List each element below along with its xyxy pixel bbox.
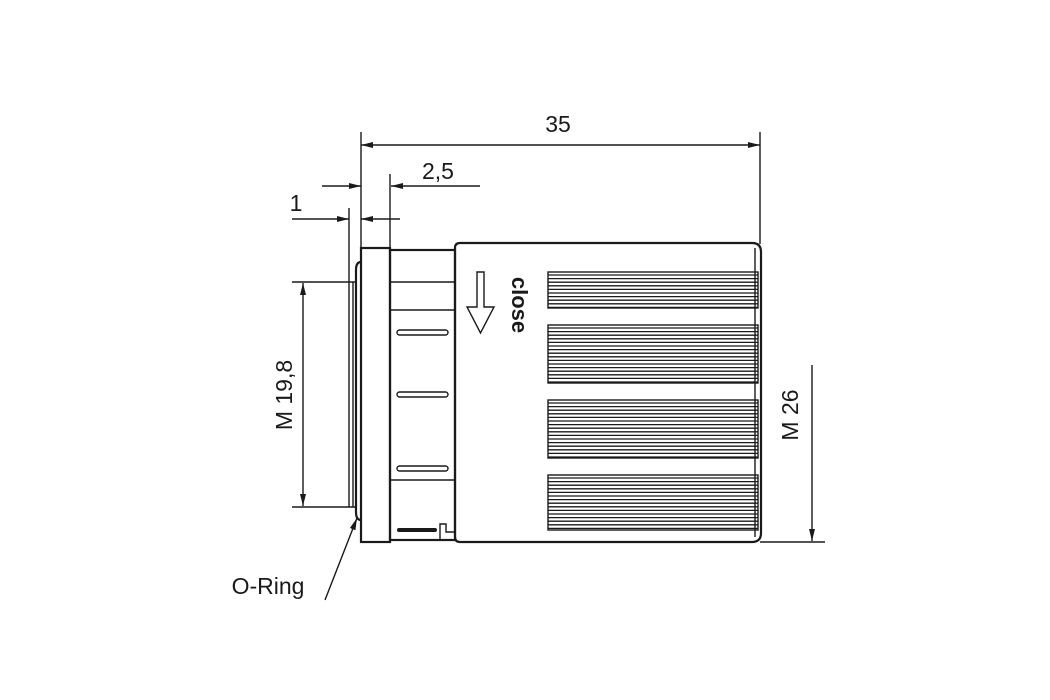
knurl-band — [547, 474, 759, 531]
slot — [396, 329, 449, 336]
knurl-grip — [547, 271, 759, 531]
knurl-band — [547, 324, 759, 384]
dimension-label-m26: M 26 — [777, 389, 803, 440]
dimension-label-m19-8: M 19,8 — [271, 360, 297, 430]
knurl-band — [547, 399, 759, 459]
dimension-label-35: 35 — [545, 111, 571, 137]
nut-body — [388, 248, 457, 542]
dimension-label-1: 1 — [290, 190, 303, 216]
dimension-overall-length: 35 — [360, 111, 761, 248]
knurl-band — [547, 271, 759, 309]
dimension-flange-width: 2,5 — [322, 158, 480, 250]
dimension-thread: M 19,8 — [271, 281, 356, 508]
slot — [396, 465, 449, 472]
oring-leader: O-Ring — [232, 517, 358, 601]
dimension-oring-offset: 1 — [290, 190, 400, 507]
slot — [396, 391, 449, 398]
cap: close — [453, 241, 763, 544]
oring — [352, 260, 362, 522]
slot — [397, 528, 437, 532]
close-arrow-icon — [465, 271, 496, 335]
dimension-label-2-5: 2,5 — [422, 158, 454, 184]
oring-label: O-Ring — [232, 573, 305, 599]
flange — [359, 246, 392, 544]
dimension-cap-thread: M 26 — [760, 365, 825, 543]
close-label: close — [507, 277, 532, 333]
